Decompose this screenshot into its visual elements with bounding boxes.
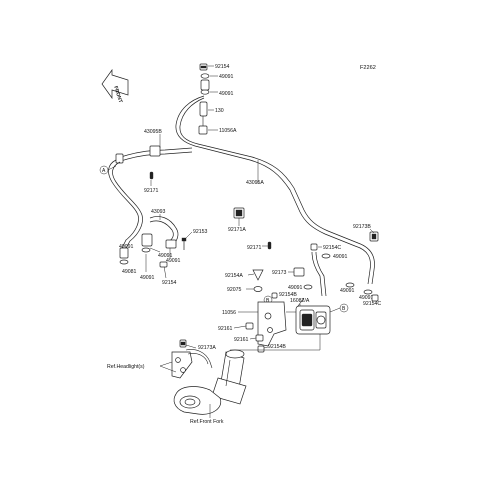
callout-b: B	[266, 298, 270, 304]
label-49091-r1: 49091	[333, 254, 348, 260]
label-92161-2: 92161	[234, 337, 249, 343]
diagram-code: F2262	[360, 65, 376, 71]
front-label: FRONT	[112, 85, 123, 103]
label-92171A: 92171A	[228, 227, 246, 233]
label-92161-1: 92161	[218, 326, 233, 332]
callout-b-right: B	[342, 306, 346, 312]
label-49091-r4: 49091	[359, 295, 374, 301]
label-92173A: 92173A	[198, 345, 216, 351]
label-49091-l4: 49091	[140, 275, 155, 281]
bracket-11056	[257, 301, 287, 347]
bolt-92153	[181, 237, 187, 250]
label-49091-l1: 49091	[119, 244, 134, 250]
label-43093: 43093	[151, 209, 166, 215]
label-92173: 92173	[272, 270, 287, 276]
label-92154B-2: 92154B	[268, 344, 286, 350]
label-11056: 11056	[222, 310, 236, 316]
bolt-92154A	[252, 269, 264, 281]
ref-front-fork: Ref.Front Fork	[190, 419, 224, 425]
label-49091-l2: 49091	[158, 253, 173, 259]
label-92154A: 92154A	[225, 273, 243, 279]
label-92171-mid: 92171	[144, 188, 159, 194]
top-banjo-assembly	[198, 63, 210, 135]
clamp-92173A	[179, 339, 187, 348]
label-92154B-1: 92154B	[279, 292, 297, 298]
label-43095B: 43095B	[144, 129, 162, 135]
label-92171-r: 92171	[247, 245, 262, 251]
label-49091-top2: 49091	[219, 91, 234, 97]
ref-headlight: Ref.Headlight(s)	[107, 364, 145, 370]
brake-pipe-43095A	[175, 95, 375, 285]
brake-pipe-43095B	[115, 145, 193, 164]
label-92153: 92153	[193, 229, 208, 235]
label-92173B: 92173B	[353, 224, 371, 230]
front-fork-stem	[173, 349, 247, 415]
label-92075: 92075	[227, 287, 242, 293]
headlight-bracket	[171, 349, 213, 379]
label-49091-top1: 49091	[219, 74, 234, 80]
label-49091-r3: 49091	[340, 288, 355, 294]
label-130: 130	[215, 108, 224, 114]
label-49081: 49081	[122, 269, 137, 275]
brake-hose-43093	[141, 216, 179, 253]
clamp-92171A	[233, 207, 245, 219]
abs-hydraulic-unit	[295, 297, 331, 335]
label-92154C-1: 92154C	[323, 245, 341, 251]
label-49091-l3: 49091	[166, 258, 181, 264]
label-92154C-2: 92154C	[363, 301, 381, 307]
clamp-92173B	[369, 231, 379, 242]
label-16082A: 16082/A	[290, 298, 310, 304]
callout-a: A	[102, 168, 106, 174]
brake-pipe-left-down	[108, 159, 143, 265]
label-43095A: 43095A	[246, 180, 264, 186]
label-92154-l: 92154	[162, 280, 177, 286]
label-49091-r2: 49091	[288, 285, 303, 291]
label-11056A: 11056A	[219, 128, 237, 134]
label-92154-top: 92154	[215, 64, 230, 70]
front-arrow-icon: FRONT	[101, 68, 129, 104]
